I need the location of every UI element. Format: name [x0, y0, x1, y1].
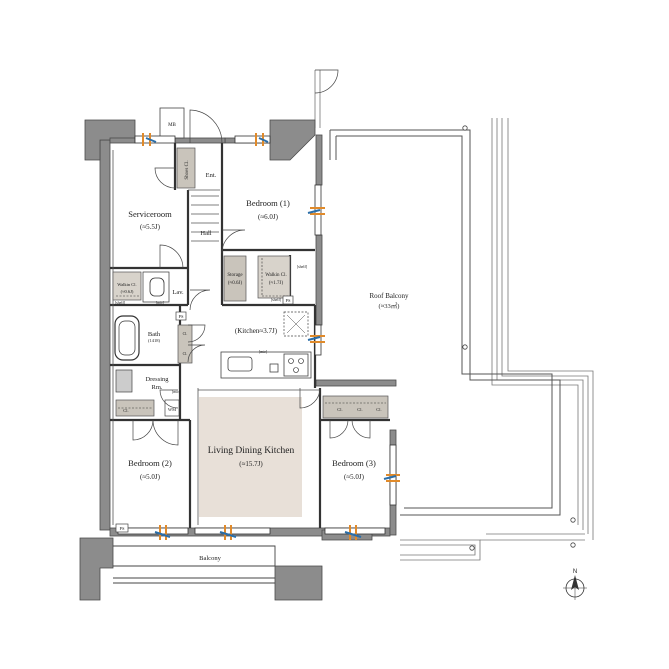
ps-boxes	[115, 295, 294, 533]
kitchen-label: (Kitchen≈3.7J)	[235, 327, 278, 335]
walkin2-area: (≈0.6J)	[121, 289, 134, 294]
front-balcony	[113, 545, 276, 584]
walkin2-name: Walkin Cl.	[117, 282, 136, 287]
washing-machine	[164, 399, 180, 417]
ldk-name: Living Dining Kitchen	[208, 446, 295, 456]
storage-area: (≈0.6J)	[228, 281, 243, 286]
cooktop-burners	[288, 358, 304, 373]
lav-label: Lav.	[172, 289, 184, 296]
roof-balcony-drains	[462, 125, 576, 551]
dressing-name: Dressing	[145, 376, 169, 383]
walkin-closet-1	[257, 255, 291, 299]
hall-label: Hall	[200, 230, 211, 237]
shelf-label-3: [shelf]	[115, 300, 126, 305]
kitchen-counter	[220, 351, 312, 379]
kitchen-ps-x	[286, 314, 306, 334]
mb-label: MB	[168, 123, 176, 128]
door-swings	[132, 69, 371, 446]
bath-name: Bath	[148, 331, 161, 338]
sink	[227, 356, 253, 372]
bedroom3-closet	[322, 395, 389, 419]
bathtub-inner	[118, 320, 136, 356]
ldk-floor-rug	[199, 397, 302, 517]
labels: MB Serviceroom (≈5.5J) Bedroom (1) (≈6.0…	[115, 123, 409, 562]
shelf-label-2: [shelf]	[271, 297, 282, 302]
shelf-label-1: [shelf]	[297, 264, 308, 269]
roof-balcony-area: (≈33㎡)	[379, 301, 400, 310]
bedroom1-area: (≈6.0J)	[258, 213, 279, 221]
roof-balcony-boundary	[329, 129, 561, 516]
walkin-closet-2	[112, 271, 142, 301]
lav-cabinets	[177, 324, 193, 364]
bedroom1-name: Bedroom (1)	[246, 198, 290, 208]
serviceroom-name: Serviceroom	[128, 209, 172, 219]
mir-label-3: [mir]	[172, 389, 181, 394]
cooktop	[283, 353, 309, 377]
ps-label-3: PS	[119, 526, 125, 531]
shoes-cl-label: Shoes Cl.	[185, 160, 190, 179]
bedroom2-cl-label: Cl.	[123, 408, 128, 413]
compass-north-label: N	[573, 569, 577, 575]
closets	[112, 147, 389, 419]
mir-label-2: [mir]	[259, 349, 268, 354]
serviceroom-area: (≈5.5J)	[140, 223, 161, 231]
storage-name: Storage	[227, 273, 243, 278]
ps-label-2: PS	[178, 314, 184, 319]
bedroom2-closet	[115, 399, 155, 417]
bedroom3-area: (≈5.0J)	[344, 473, 365, 481]
bedroom3-name: Bedroom (3)	[332, 458, 376, 468]
storage	[223, 255, 247, 302]
shoes-closet	[176, 147, 196, 189]
dressing-name2: Rm.	[151, 384, 162, 391]
bedroom3-cl-label-1: Cl.	[337, 407, 342, 412]
wm-label: WM	[168, 407, 176, 412]
walkin1-area: (≈1.7J)	[269, 281, 284, 286]
walkin1-name: Walkin Cl.	[265, 273, 287, 278]
roof-balcony-railing	[314, 70, 594, 561]
roof-balcony-name: Roof Balcony	[369, 292, 409, 300]
ent-label: Ent.	[206, 172, 217, 179]
lav-cl-label-1: Cl.	[183, 331, 188, 336]
window-sash-markers	[142, 133, 400, 540]
mir-label-1: [mir]	[156, 300, 165, 305]
lav-cl-label-2: Cl.	[183, 351, 188, 356]
kitchen-ps	[283, 311, 309, 337]
ldk-area: (≈15.7J)	[239, 460, 263, 468]
dressing-cabinet	[115, 369, 133, 393]
washbasin	[149, 277, 165, 297]
faucet	[269, 363, 279, 373]
bedroom2-name: Bedroom (2)	[128, 458, 172, 468]
balcony-name: Balcony	[199, 555, 221, 562]
bedroom3-cl-label-3: Cl.	[376, 407, 381, 412]
mb-box	[159, 107, 185, 139]
ps-label-1: PS	[285, 298, 291, 303]
washbasin-counter	[142, 271, 170, 303]
bedroom3-cl-label-2: Cl.	[357, 407, 362, 412]
bath-size: (1418)	[148, 338, 160, 343]
compass: N	[563, 569, 587, 600]
bedroom2-area: (≈5.0J)	[140, 473, 161, 481]
